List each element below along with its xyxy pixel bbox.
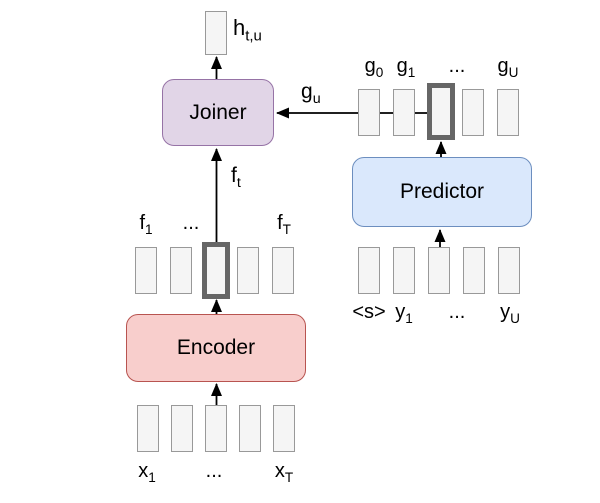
label-base: f bbox=[277, 212, 283, 234]
label-sub: 0 bbox=[375, 65, 384, 80]
y-box-2 bbox=[428, 247, 450, 294]
y-box-U bbox=[498, 247, 520, 294]
joiner-block: Joiner bbox=[162, 79, 274, 146]
predictor-label: Predictor bbox=[399, 180, 485, 203]
x-box-3 bbox=[205, 405, 227, 452]
label-sub: T bbox=[282, 222, 291, 237]
y-box-3 bbox=[463, 247, 485, 294]
g-row-label-gU: gU bbox=[498, 55, 519, 80]
edge-label-g-u: gu bbox=[301, 80, 321, 107]
x-box-4 bbox=[239, 405, 261, 452]
f-row-label-ellipsis: ... bbox=[183, 212, 200, 235]
g-box-3 bbox=[462, 89, 484, 136]
x-row-label-xT: xT bbox=[275, 460, 293, 485]
label-base: f bbox=[139, 212, 145, 234]
y-row-label-yU: yU bbox=[500, 301, 520, 326]
y-row-label-y1: y1 bbox=[395, 301, 413, 326]
y-row-label-ellipsis: ... bbox=[449, 301, 466, 324]
output-box bbox=[205, 11, 227, 55]
f-box-t-highlighted bbox=[202, 242, 230, 299]
label-base: g bbox=[301, 80, 313, 103]
label-base: y bbox=[395, 301, 406, 323]
x-box-T bbox=[273, 405, 295, 452]
label-base: ... bbox=[448, 55, 466, 77]
label-base: x bbox=[274, 460, 285, 482]
f-box-4 bbox=[237, 247, 259, 294]
label-sub: 1 bbox=[148, 470, 156, 485]
label-base: g bbox=[497, 55, 509, 77]
label-base: g bbox=[364, 55, 376, 77]
g-box-u-highlighted bbox=[427, 83, 455, 140]
label-base: ... bbox=[448, 301, 466, 323]
g-box-1 bbox=[393, 89, 415, 136]
g-box-U bbox=[497, 89, 519, 136]
label-base: <s> bbox=[352, 301, 386, 323]
g-row-label-g0: g0 bbox=[365, 55, 384, 80]
label-sub: 1 bbox=[405, 311, 413, 326]
f-row-label-fT: fT bbox=[277, 212, 291, 237]
encoder-label: Encoder bbox=[176, 336, 256, 359]
x-box-2 bbox=[171, 405, 193, 452]
f-box-T bbox=[272, 247, 294, 294]
encoder-block: Encoder bbox=[126, 314, 306, 382]
g-row-label-g1: g1 bbox=[397, 55, 416, 80]
y-box-1 bbox=[393, 247, 415, 294]
edge-label-f-t: ft bbox=[231, 164, 241, 191]
label-sub: t bbox=[236, 175, 241, 192]
predictor-block: Predictor bbox=[352, 157, 532, 227]
label-base: ... bbox=[182, 212, 200, 234]
x-row-label-x1: x1 bbox=[138, 460, 156, 485]
g-row-label-ellipsis: ... bbox=[449, 55, 466, 78]
label-sub: 1 bbox=[145, 222, 153, 237]
label-base: f bbox=[231, 164, 237, 187]
f-row-label-f1: f1 bbox=[139, 212, 152, 237]
f-box-1 bbox=[135, 247, 157, 294]
label-base: ... bbox=[205, 460, 223, 482]
label-sub: u bbox=[312, 91, 321, 108]
label-sub: 1 bbox=[407, 65, 416, 80]
output-label-h-tu: ht,u bbox=[233, 15, 262, 44]
label-sub: T bbox=[284, 470, 294, 485]
y-row-label-sos: <s> bbox=[352, 301, 385, 324]
label-base: x bbox=[138, 460, 149, 482]
label-sub: U bbox=[510, 311, 520, 326]
label-base: g bbox=[396, 55, 408, 77]
y-box-s bbox=[358, 247, 380, 294]
label-sub: U bbox=[508, 65, 519, 80]
label-base: h bbox=[233, 15, 246, 40]
label-sub: t,u bbox=[245, 27, 262, 45]
g-box-0 bbox=[358, 89, 380, 136]
x-box-1 bbox=[137, 405, 159, 452]
label-base: y bbox=[500, 301, 511, 323]
x-row-label-ellipsis: ... bbox=[206, 460, 223, 483]
f-box-2 bbox=[170, 247, 192, 294]
joiner-label: Joiner bbox=[189, 100, 247, 124]
